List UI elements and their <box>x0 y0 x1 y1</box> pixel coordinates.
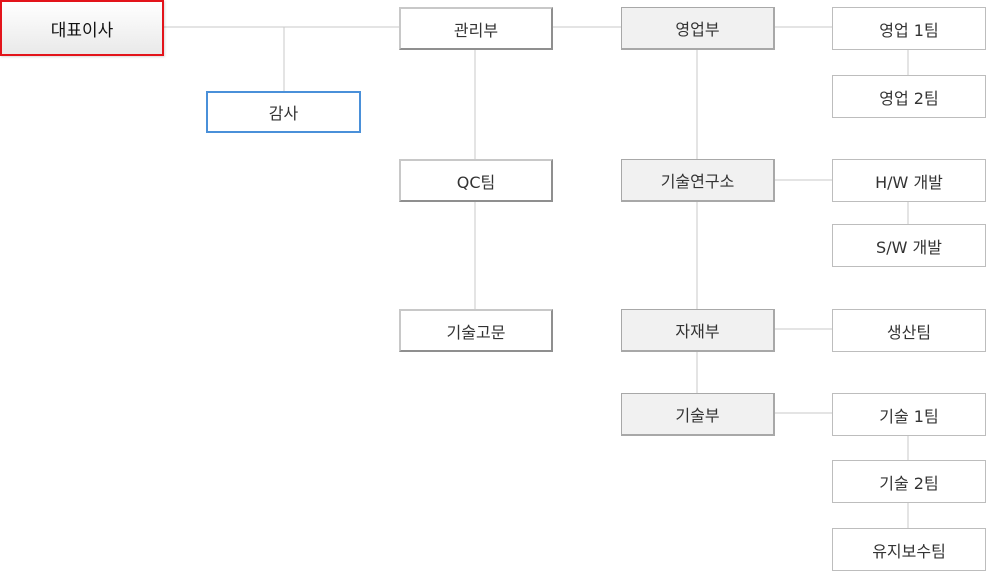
hw-dev-node: H/W 개발 <box>832 159 986 202</box>
maintenance-team-node: 유지보수팀 <box>832 528 986 571</box>
sales-team-2-node: 영업 2팀 <box>832 75 986 118</box>
admin-dept-node: 관리부 <box>399 7 553 50</box>
sales-dept-node: 영업부 <box>621 7 775 50</box>
ceo-node: 대표이사 <box>0 0 164 56</box>
tech-team-1-node: 기술 1팀 <box>832 393 986 436</box>
sw-dev-node: S/W 개발 <box>832 224 986 267</box>
rnd-lab-node: 기술연구소 <box>621 159 775 202</box>
production-team-node: 생산팀 <box>832 309 986 352</box>
tech-advisor-node: 기술고문 <box>399 309 553 352</box>
tech-team-2-node: 기술 2팀 <box>832 460 986 503</box>
audit-node: 감사 <box>206 91 361 133</box>
qc-team-node: QC팀 <box>399 159 553 202</box>
sales-team-1-node: 영업 1팀 <box>832 7 986 50</box>
tech-dept-node: 기술부 <box>621 393 775 436</box>
materials-dept-node: 자재부 <box>621 309 775 352</box>
